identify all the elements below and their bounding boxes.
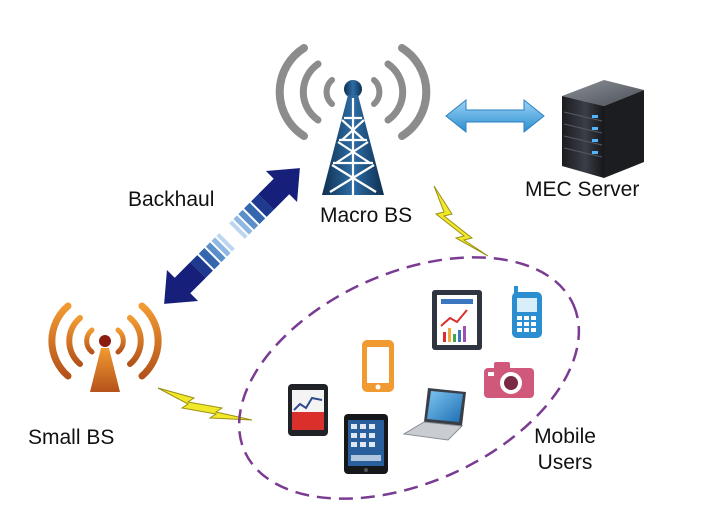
tablet-chart-icon: [432, 290, 482, 350]
mec-server-label: MEC Server: [525, 178, 640, 201]
mobile-users-label-line2: Users: [537, 451, 593, 474]
mobile-users-cluster: [237, 256, 581, 500]
macro-bs-label: Macro BS: [320, 204, 413, 227]
camera-icon: [484, 362, 534, 398]
small-bs-label: Small BS: [28, 426, 115, 449]
small-lightning-icon: [157, 387, 253, 421]
mobile-users-label-line1: Mobile: [534, 425, 596, 448]
mec-link-arrow: [445, 98, 545, 134]
mobile-phone-icon: [512, 286, 542, 338]
backhaul-label: Backhaul: [128, 188, 215, 211]
small-cell-antenna-icon: [48, 302, 162, 392]
tablet-icon: [288, 384, 328, 436]
backhaul-arrow: [164, 168, 300, 304]
ipad-icon: [344, 414, 388, 474]
macro-tower-icon: [275, 44, 431, 195]
smartphone-icon: [362, 340, 394, 392]
macro-lightning-icon: [433, 185, 489, 257]
mobile-users-label: Mobile Users: [520, 424, 610, 476]
server-rack-icon: [562, 80, 644, 178]
laptop-icon: [402, 388, 466, 441]
